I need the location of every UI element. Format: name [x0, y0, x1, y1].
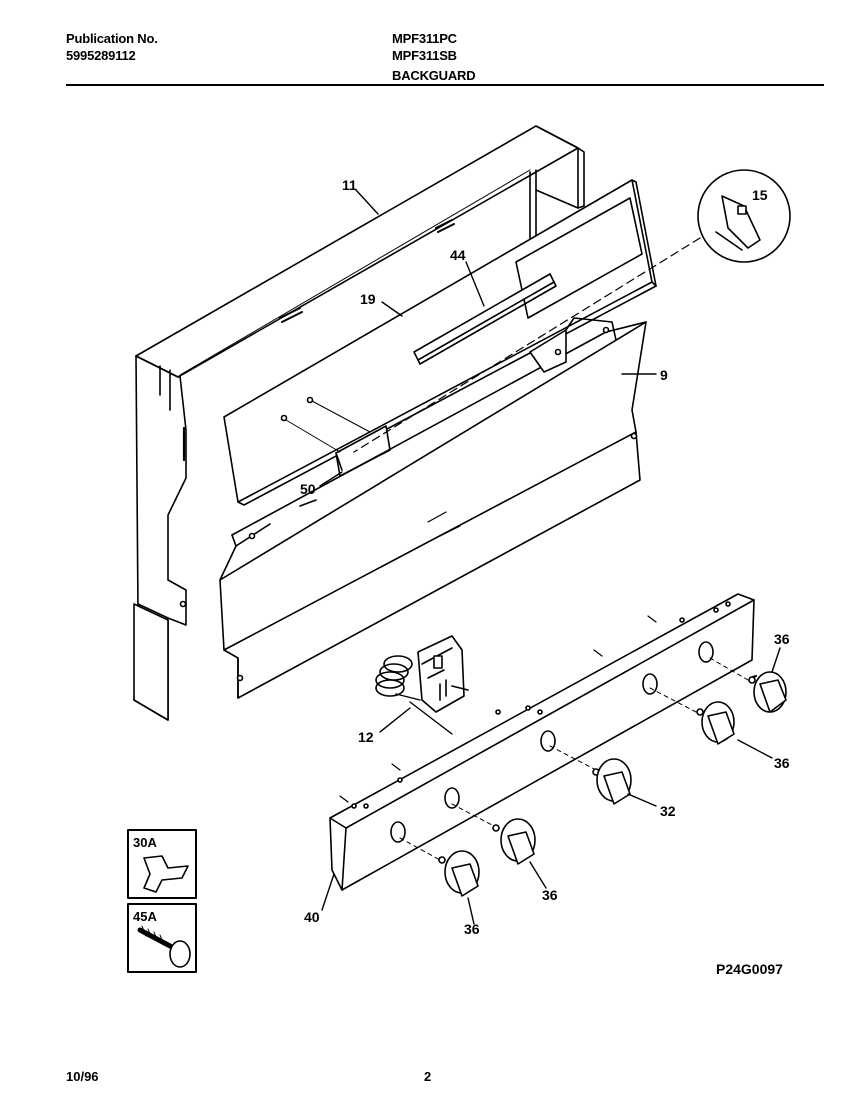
- publication-label: Publication No.: [66, 31, 158, 46]
- figure-code: P24G0097: [716, 961, 783, 977]
- callout-36-middle: 36: [774, 755, 790, 771]
- manifold-panel: [219, 317, 647, 699]
- callout-leaders: [319, 189, 781, 925]
- header-divider: [66, 84, 824, 86]
- knob-36-middle: [649, 687, 735, 745]
- knob-32: [549, 745, 632, 805]
- knob-36-lower-left: [399, 837, 480, 897]
- callout-15: 15: [752, 187, 768, 203]
- model-number-1: MPF311PC: [392, 31, 457, 46]
- callout-32: 32: [660, 803, 676, 819]
- footer-page-number: 2: [424, 1069, 432, 1084]
- callout-9: 9: [660, 367, 668, 383]
- callout-36-upper: 36: [774, 631, 790, 647]
- callout-50: 50: [300, 481, 316, 497]
- knob-36-upper: [709, 657, 787, 713]
- callout-44: 44: [450, 247, 466, 263]
- callout-36-lower-left: 36: [464, 921, 480, 937]
- callout-19: 19: [360, 291, 376, 307]
- part-15-detail-circle: [353, 169, 791, 453]
- callout-12: 12: [358, 729, 374, 745]
- callout-40: 40: [304, 909, 320, 925]
- footer-date: 10/96: [66, 1069, 99, 1084]
- callout-11: 11: [342, 177, 357, 193]
- inset-30a: 30A: [127, 829, 197, 899]
- inset-45a: 45A: [127, 903, 197, 973]
- knob-36-lower-right: [451, 803, 536, 865]
- thermostat: [375, 635, 469, 735]
- inset-30a-label: 30A: [133, 835, 157, 850]
- callout-36-lower-right: 36: [542, 887, 558, 903]
- inset-45a-label: 45A: [133, 909, 157, 924]
- model-number-2: MPF311SB: [392, 48, 457, 63]
- control-bracket: [329, 593, 755, 891]
- publication-number: 5995289112: [66, 48, 136, 63]
- control-panel-glass: [223, 179, 657, 506]
- section-title: BACKGUARD: [392, 68, 476, 83]
